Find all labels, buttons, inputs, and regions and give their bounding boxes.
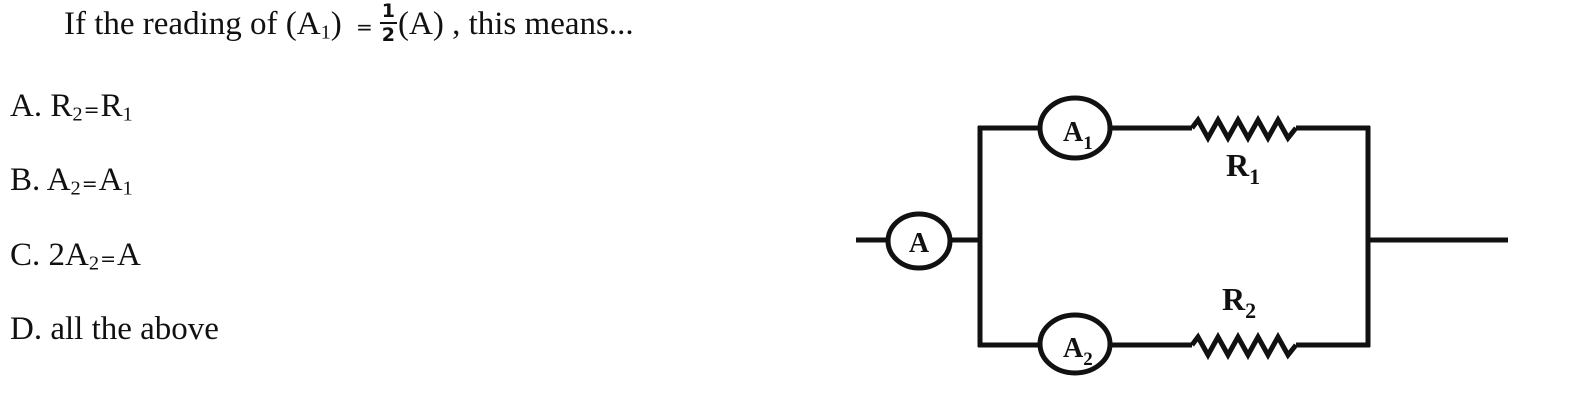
option-a-sub-2: 1	[122, 103, 133, 126]
option-b[interactable]: B. A2=A1	[10, 160, 133, 204]
ammeter-a1-label: A1	[1063, 117, 1093, 154]
ammeter-a2-circle	[1037, 312, 1113, 376]
question-mid: )	[330, 6, 351, 42]
ammeter-a-circle	[885, 211, 953, 271]
option-b-rhs: A	[98, 162, 123, 198]
resistor-r1-subscript: 1	[1249, 164, 1260, 189]
option-b-sub-2: 1	[122, 177, 133, 200]
option-b-equals: =	[81, 173, 98, 195]
resistor-r2-zigzag	[1190, 331, 1298, 361]
option-d-text: D. all the above	[10, 311, 219, 347]
ammeter-a1-letter: A	[1063, 117, 1084, 148]
option-b-text: B. A	[10, 162, 71, 198]
ammeter-a2-subscript: 2	[1083, 349, 1093, 370]
option-c-sub-1: 2	[88, 252, 100, 275]
question-equals: =	[356, 15, 373, 39]
resistor-r1-zigzag	[1190, 114, 1298, 144]
resistor-r1-letter: R	[1226, 147, 1250, 183]
option-c-equals: =	[100, 248, 116, 270]
option-a-equals: =	[83, 99, 100, 121]
option-d[interactable]: D. all the above	[10, 309, 219, 349]
resistor-r2-label: R2	[1222, 281, 1256, 323]
ammeter-a1-circle	[1037, 95, 1113, 161]
ammeter-a1-subscript: 1	[1083, 133, 1093, 154]
option-a-sub-1: 2	[72, 103, 83, 126]
ammeter-a-label: A	[909, 228, 930, 259]
resistor-r1-label: R1	[1226, 147, 1260, 189]
option-c[interactable]: C. 2A2=A	[10, 235, 141, 279]
option-a[interactable]: A. R2=R1	[10, 86, 133, 130]
fraction-denominator: 2	[381, 24, 396, 47]
resistor-r2-letter: R	[1222, 281, 1246, 317]
option-c-text: C. 2A	[10, 237, 89, 273]
option-c-rhs: A	[116, 237, 141, 273]
option-b-sub-1: 2	[70, 177, 81, 200]
option-a-text: A. R	[10, 88, 73, 124]
ammeter-a-letter: A	[909, 228, 930, 259]
fraction-numerator: 1	[379, 0, 398, 25]
option-a-rhs: R	[100, 88, 123, 124]
ammeter-a2-letter: A	[1063, 333, 1084, 364]
question-lead: If the reading of (A	[64, 6, 321, 42]
resistor-r2-subscript: 2	[1245, 298, 1256, 323]
question-tail: (A) , this means...	[398, 6, 634, 42]
ammeter-a2-label: A2	[1063, 333, 1093, 370]
question-lead-subscript: 1	[320, 21, 331, 44]
